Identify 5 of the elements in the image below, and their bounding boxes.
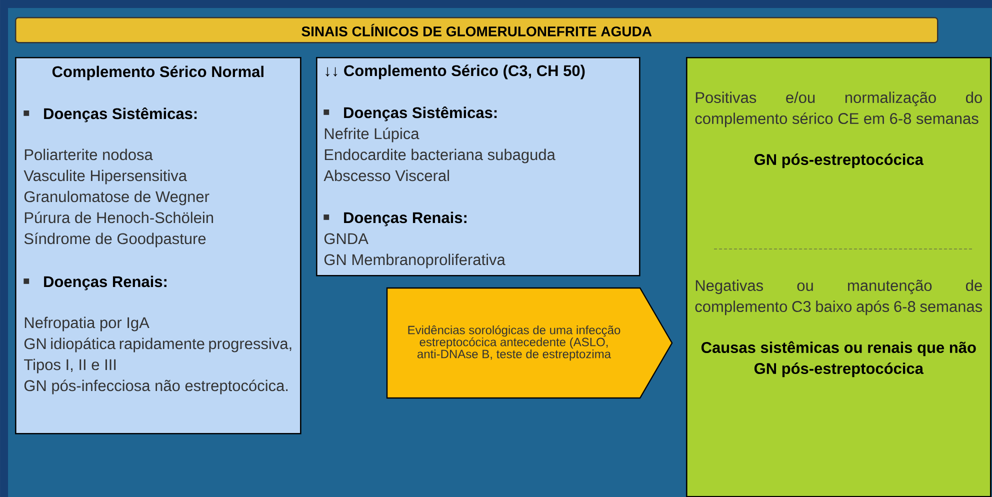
- result-box: Positivas e/ou normalização do complemento sérico CE em 6-8 semanas GN pós-estreptocócica Negativas ou manutenção de complemento C3 baixo após 6-8 semanas Causas sistêmicas ou renais que não GN pós-estreptocócica: [686, 57, 992, 497]
- title-bar: SINAIS CLÍNICOS DE GLOMERULONEFRITE AGUDA: [15, 17, 938, 44]
- arrow-box: Evidências sorológicas de uma infecção estreptocócica antecedente (ASLO, anti-DNAse B, teste de estreptozima: [386, 287, 673, 399]
- list-box: ↓↓ Complemento Sérico (C3, CH 50) Doenças Sistêmicas: Nefrite Lúpica Endocardite bacteriana subaguda Abscesso Visceral Doenças Renais: GNDA GN Membranoproliferativa: [316, 57, 640, 276]
- list-box: Complemento Sérico Normal Doenças Sistêmicas: Poliarterite nodosa Vasculite Hipersensitiva Granulomatose de Wegner Púrura de Henoch-Schölein Síndrome de Goodpasture Doenças Renais: Nefropatia por IgA GN idiopática rapidamente progressiva, Tipos I, II e III GN pós-infecciosa não estreptocócica.: [15, 57, 302, 434]
